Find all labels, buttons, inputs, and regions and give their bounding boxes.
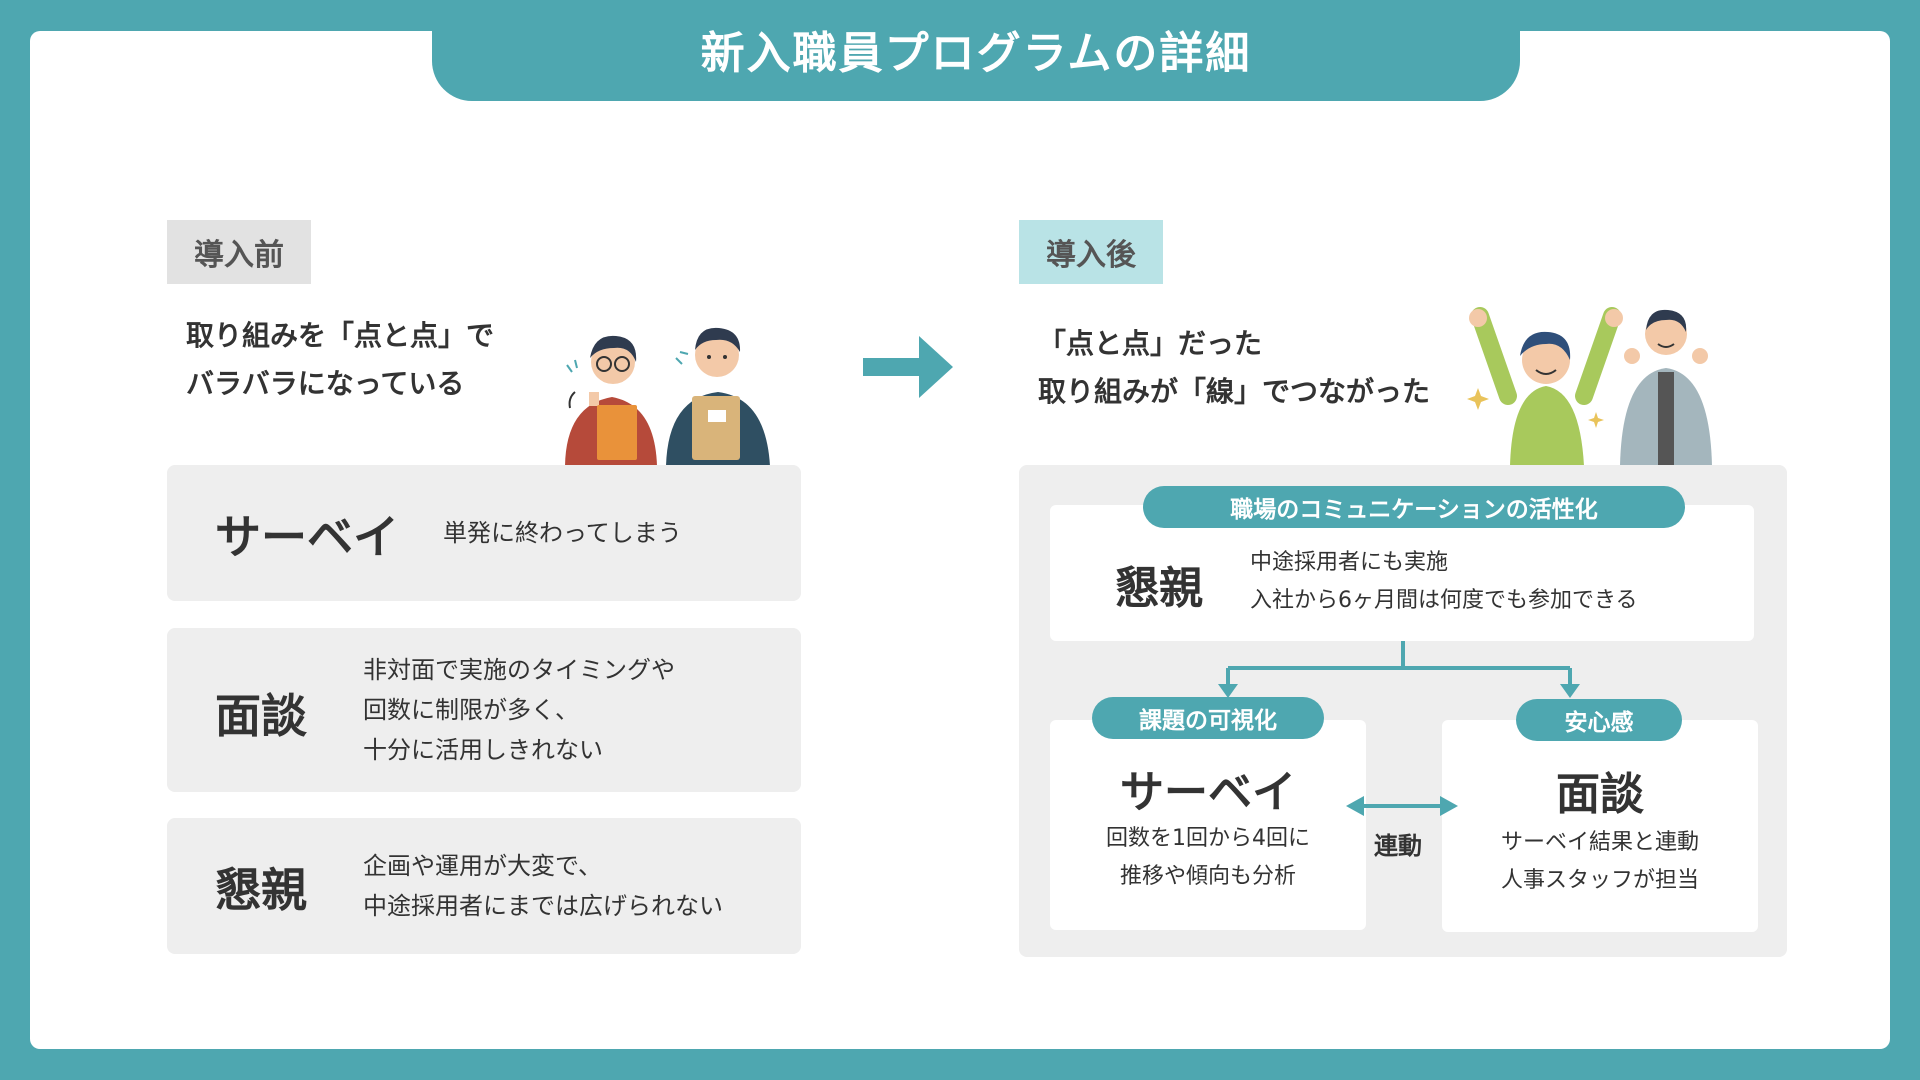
before-item-survey: サーベイ 単発に終わってしまう <box>167 465 801 601</box>
left-box-desc: 回数を1回から4回に 推移や傾向も分析 <box>1050 820 1366 896</box>
title-tab: 新入職員プログラムの詳細 <box>432 0 1520 101</box>
top-box-title: 懇親 <box>1115 563 1203 614</box>
desc-line: 回数を1回から4回に <box>1106 826 1310 851</box>
desc-line: 企画や運用が大変で、 <box>363 852 603 880</box>
desc-line: 回数に制限が多く、 <box>363 696 579 724</box>
before-item-title: サーベイ <box>215 510 399 564</box>
desc-line: 十分に活用しきれない <box>363 736 603 764</box>
top-pill: 職場のコミュニケーションの活性化 <box>1143 486 1685 528</box>
before-item-desc: 非対面で実施のタイミングや 回数に制限が多く、 十分に活用しきれない <box>363 650 675 770</box>
before-tag: 導入前 <box>167 220 311 284</box>
before-item-title: 面談 <box>215 689 307 743</box>
desc-line: 非対面で実施のタイミングや <box>363 656 675 684</box>
link-label: 連動 <box>1374 832 1422 860</box>
after-lead-line: 取り組みが「線」でつながった <box>1038 375 1431 408</box>
right-box-desc: サーベイ結果と連動 人事スタッフが担当 <box>1442 824 1758 900</box>
desc-line: 人事スタッフが担当 <box>1500 868 1699 893</box>
desc-line: 中途採用者にまでは広げられない <box>363 892 723 920</box>
before-item-interview: 面談 非対面で実施のタイミングや 回数に制限が多く、 十分に活用しきれない <box>167 628 801 792</box>
desc-line: 中途採用者にも実施 <box>1250 550 1449 575</box>
before-lead-line: 取り組みを「点と点」で <box>186 319 495 352</box>
right-arrow-icon <box>863 336 953 398</box>
left-pill: 課題の可視化 <box>1092 697 1324 739</box>
left-box-title: サーベイ <box>1120 767 1296 818</box>
right-box <box>1442 720 1758 932</box>
after-lead-line: 「点と点」だった <box>1038 327 1263 360</box>
before-item-social: 懇親 企画や運用が大変で、 中途採用者にまでは広げられない <box>167 818 801 954</box>
desc-line: 推移や傾向も分析 <box>1119 864 1296 889</box>
before-item-title: 懇親 <box>215 863 307 917</box>
before-item-desc: 企画や運用が大変で、 中途採用者にまでは広げられない <box>363 846 723 926</box>
before-lead: 取り組みを「点と点」で バラバラになっている <box>186 312 494 408</box>
before-lead-line: バラバラになっている <box>186 367 465 400</box>
right-box-title: 面談 <box>1556 769 1644 820</box>
top-box-desc: 中途採用者にも実施 入社から6ヶ月間は何度でも参加できる <box>1250 544 1638 620</box>
page-title: 新入職員プログラムの詳細 <box>700 27 1252 79</box>
after-tag: 導入後 <box>1019 220 1163 284</box>
after-lead: 「点と点」だった 取り組みが「線」でつながった <box>1038 320 1430 416</box>
desc-line: サーベイ結果と連動 <box>1500 830 1699 855</box>
before-item-desc: 単発に終わってしまう <box>443 519 682 547</box>
left-box <box>1050 720 1366 930</box>
desc-line: 入社から6ヶ月間は何度でも参加できる <box>1250 588 1638 613</box>
right-pill: 安心感 <box>1516 699 1682 741</box>
